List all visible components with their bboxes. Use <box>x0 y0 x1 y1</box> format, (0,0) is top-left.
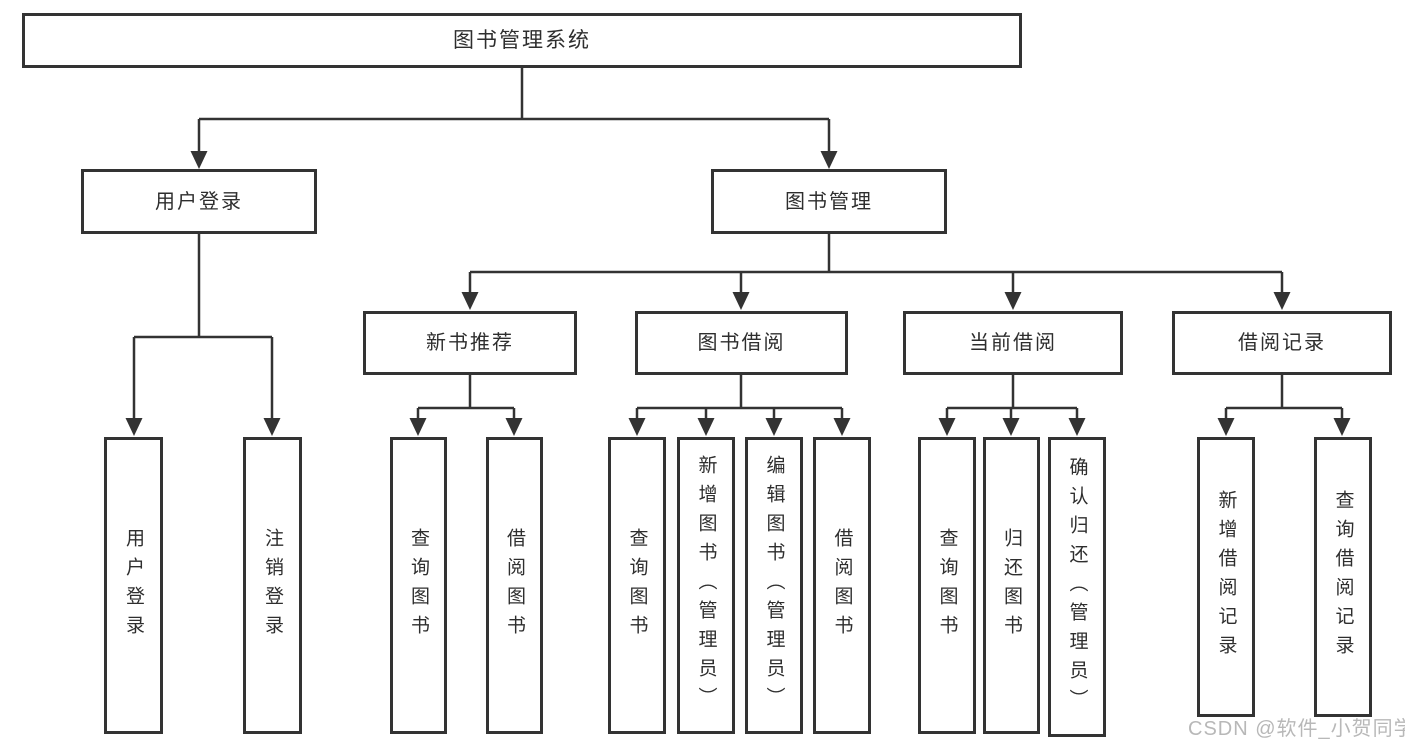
leaf-confirm-return-admin: 确认归还（管理员） <box>1048 437 1106 737</box>
node-user-login: 用户登录 <box>81 169 317 234</box>
node-current-borrow: 当前借阅 <box>903 311 1123 375</box>
leaf-return-book: 归还图书 <box>983 437 1040 734</box>
leaf-add-book-admin: 新增图书（管理员） <box>677 437 735 734</box>
leaf-query-borrow-record-label: 查询借阅记录 <box>1332 490 1354 664</box>
leaf-add-book-admin-label: 新增图书（管理员） <box>695 455 717 716</box>
leaf-return-book-label: 归还图书 <box>1001 527 1022 644</box>
node-book-borrow: 图书借阅 <box>635 311 848 375</box>
leaf-borrow-books-label: 借阅图书 <box>831 527 853 644</box>
leaf-query-books-current: 查询图书 <box>918 437 976 734</box>
leaf-query-books-borrow-label: 查询图书 <box>626 527 648 644</box>
leaf-borrow-books: 借阅图书 <box>813 437 871 734</box>
leaf-logout-label: 注销登录 <box>262 527 283 644</box>
leaf-user-login: 用户登录 <box>104 437 163 734</box>
node-book-management: 图书管理 <box>711 169 947 234</box>
leaf-query-books-recommend-label: 查询图书 <box>408 527 429 644</box>
leaf-query-books-recommend: 查询图书 <box>390 437 447 734</box>
node-borrow-records: 借阅记录 <box>1172 311 1392 375</box>
watermark: CSDN @软件_小贺同学 <box>1188 718 1405 740</box>
leaf-borrow-books-recommend: 借阅图书 <box>486 437 543 734</box>
node-new-book-recommend: 新书推荐 <box>363 311 577 375</box>
leaf-logout: 注销登录 <box>243 437 302 734</box>
leaf-add-borrow-record-label: 新增借阅记录 <box>1215 490 1237 664</box>
arrowheads <box>125 151 1351 436</box>
leaf-add-borrow-record: 新增借阅记录 <box>1197 437 1255 717</box>
leaf-edit-book-admin: 编辑图书（管理员） <box>745 437 803 734</box>
leaf-edit-book-admin-label: 编辑图书（管理员） <box>763 455 785 716</box>
node-library-management-system: 图书管理系统 <box>22 13 1022 68</box>
leaf-user-login-label: 用户登录 <box>123 527 144 644</box>
leaf-confirm-return-admin-label: 确认归还（管理员） <box>1066 456 1088 718</box>
leaf-query-books-borrow: 查询图书 <box>608 437 666 734</box>
leaf-query-books-current-label: 查询图书 <box>936 527 958 644</box>
leaf-borrow-books-recommend-label: 借阅图书 <box>504 527 525 644</box>
leaf-query-borrow-record: 查询借阅记录 <box>1314 437 1372 717</box>
